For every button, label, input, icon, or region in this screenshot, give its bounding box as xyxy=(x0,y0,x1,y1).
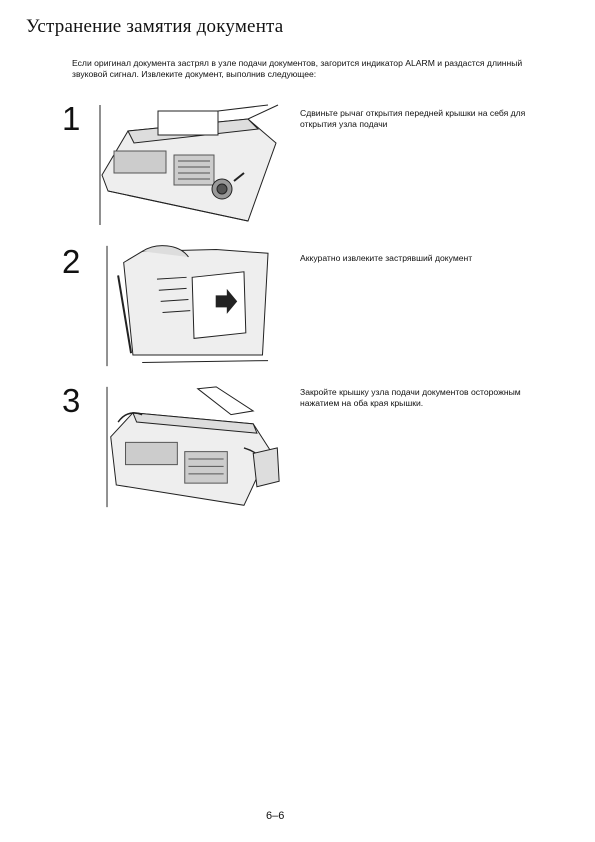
page-title: Устранение замятия документа xyxy=(26,16,284,37)
intro-paragraph: Если оригинал документа застрял в узле п… xyxy=(72,58,523,79)
step-3-text: Закройте крышку узла подачи документов о… xyxy=(300,387,521,408)
step-3-number: 3 xyxy=(62,382,81,419)
step-2-text: Аккуратно извлеките застрявший документ xyxy=(300,253,473,263)
step-2-number: 2 xyxy=(62,243,81,280)
step-2-illustration xyxy=(98,244,290,368)
step-1-text: Сдвиньте рычаг открытия передней крышки … xyxy=(300,108,526,129)
step-1-number: 1 xyxy=(62,100,81,137)
step-1-illustration xyxy=(98,103,290,227)
page-number: 6–6 xyxy=(266,810,285,822)
step-3-illustration xyxy=(98,385,290,509)
